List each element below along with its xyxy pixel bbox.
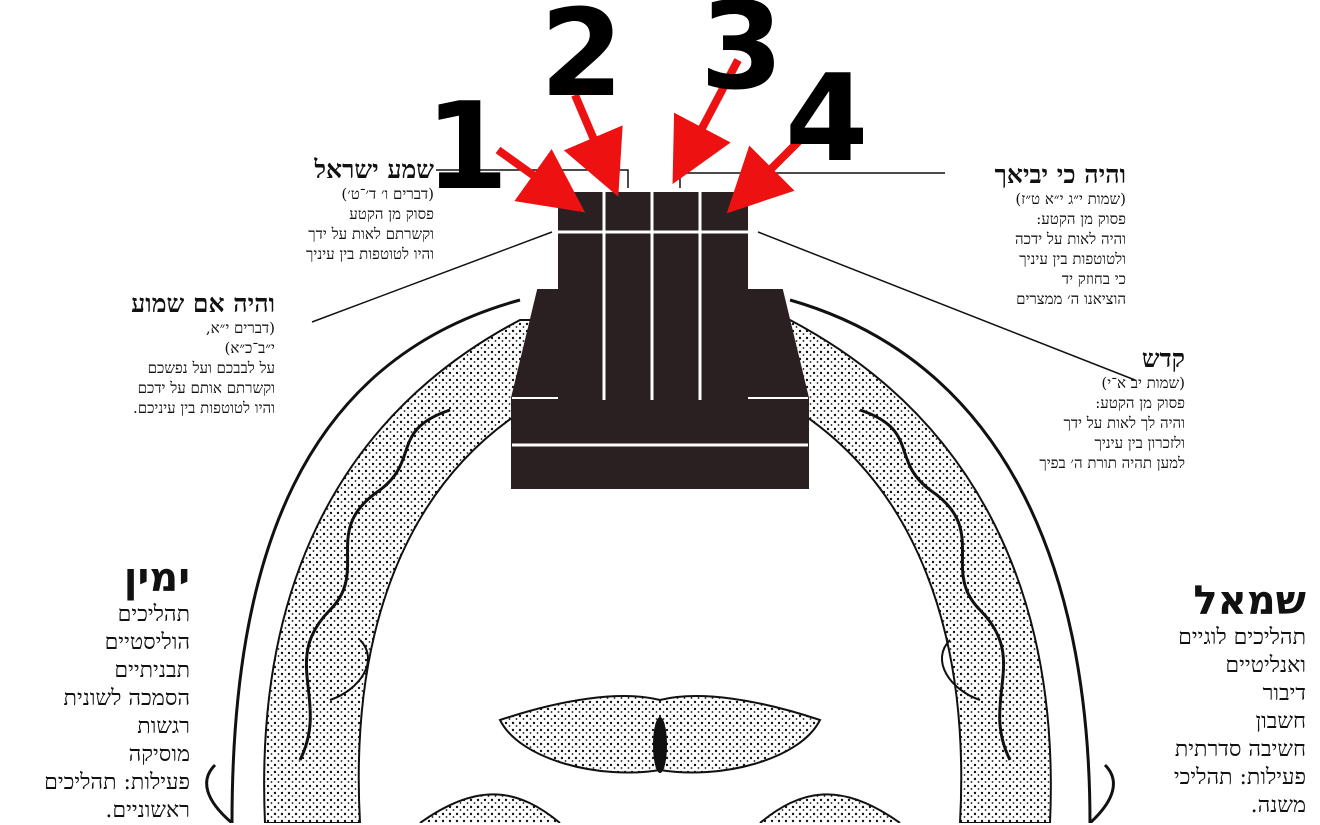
label-kadesh: קדש (שמות יב א־י) פסוק מן הקטע: והיה לך …	[1039, 345, 1185, 473]
label-shema-line: והיו לטוטפות בין עיניך	[306, 244, 434, 264]
label-vehaya-ki-line: הוציאנו ה׳ ממצרים	[995, 289, 1126, 309]
number-4: 4	[785, 60, 869, 180]
label-vehaya-im-line: והיו לטוטפות בין עיניכם.	[131, 398, 275, 418]
number-2: 2	[540, 0, 624, 115]
right-ear	[1090, 765, 1113, 823]
label-vehaya-ki-line: (שמות י״ג י״א ט״ז)	[995, 189, 1126, 209]
label-vehaya-im-title: והיה אם שמוע	[131, 290, 275, 318]
label-vehaya-ki-line: והיה לאות על ידכה	[995, 229, 1126, 249]
right-hemisphere-item: רגשות	[44, 713, 190, 741]
label-vehaya-ki-line: כי בחוזק יד	[995, 269, 1126, 289]
label-kadesh-line: והיה לך לאות על ידך	[1039, 413, 1185, 433]
label-shema-line: פסוק מן הקטע	[306, 204, 434, 224]
label-shema-line: וקשרתם לאות על ידך	[306, 224, 434, 244]
label-kadesh-line: למען תהיה תורת ה׳ בפיך	[1039, 453, 1185, 473]
right-hemisphere-list: ימין תהליכים הוליסטיים תבניתיים הסמכה לש…	[44, 555, 190, 825]
left-ear	[207, 765, 232, 823]
label-shema: שמע ישראל (דברים ו׳ ד׳־ט׳) פסוק מן הקטע …	[306, 156, 434, 264]
left-hemisphere-item: משנה.	[1174, 792, 1306, 820]
ventricle	[653, 717, 667, 773]
label-shema-line: (דברים ו׳ ד׳־ט׳)	[306, 184, 434, 204]
right-hemisphere-item: הוליסטיים	[44, 629, 190, 657]
left-hemisphere-list: שמאל תהליכים לוגיים ואנליטיים דיבור חשבו…	[1174, 578, 1306, 820]
left-hemisphere-item: חשיבה סדרתית	[1174, 736, 1306, 764]
right-hemisphere-item: תבניתיים	[44, 657, 190, 685]
left-hemisphere-item: חשבון	[1174, 708, 1306, 736]
label-kadesh-title: קדש	[1039, 345, 1185, 373]
red-arrow-1	[498, 150, 572, 203]
left-hemisphere-item: פעילות: תהליכי	[1174, 764, 1306, 792]
left-hemisphere-title: שמאל	[1174, 578, 1306, 624]
label-kadesh-line: (שמות יב א־י)	[1039, 373, 1185, 393]
label-vehaya-ki: והיה כי יביאך (שמות י״ג י״א ט״ז) פסוק מן…	[995, 161, 1126, 309]
right-hemisphere-item: מוסיקה	[44, 741, 190, 769]
label-vehaya-ki-line: ולטוטפות בין עיניך	[995, 249, 1126, 269]
number-1: 1	[425, 88, 509, 208]
number-3: 3	[700, 0, 784, 108]
left-hemisphere-item: ואנליטיים	[1174, 652, 1306, 680]
left-hemisphere-item: דיבור	[1174, 680, 1306, 708]
label-vehaya-im-line: וקשרתם אותם על ידכם	[131, 378, 275, 398]
label-kadesh-line: ולזכרון בין עיניך	[1039, 433, 1185, 453]
label-shema-title: שמע ישראל	[306, 156, 434, 184]
right-hemisphere-item: ראשוניים.	[44, 797, 190, 825]
label-vehaya-ki-line: פסוק מן הקטע:	[995, 209, 1126, 229]
left-hemisphere-item: תהליכים לוגיים	[1174, 624, 1306, 652]
label-vehaya-im-line: (דברים י״א,	[131, 318, 275, 338]
right-hemisphere-title: ימין	[44, 555, 190, 601]
label-vehaya-im-line: י״ב־כ״א)	[131, 338, 275, 358]
label-vehaya-ki-title: והיה כי יביאך	[995, 161, 1126, 189]
right-hemisphere-item: הסמכה לשונית	[44, 685, 190, 713]
right-hemisphere-item: פעילות: תהליכים	[44, 769, 190, 797]
label-kadesh-line: פסוק מן הקטע:	[1039, 393, 1185, 413]
label-vehaya-im: והיה אם שמוע (דברים י״א, י״ב־כ״א) על לבב…	[131, 290, 275, 418]
right-hemisphere-item: תהליכים	[44, 601, 190, 629]
label-vehaya-im-line: על לבבכם ועל נפשכם	[131, 358, 275, 378]
